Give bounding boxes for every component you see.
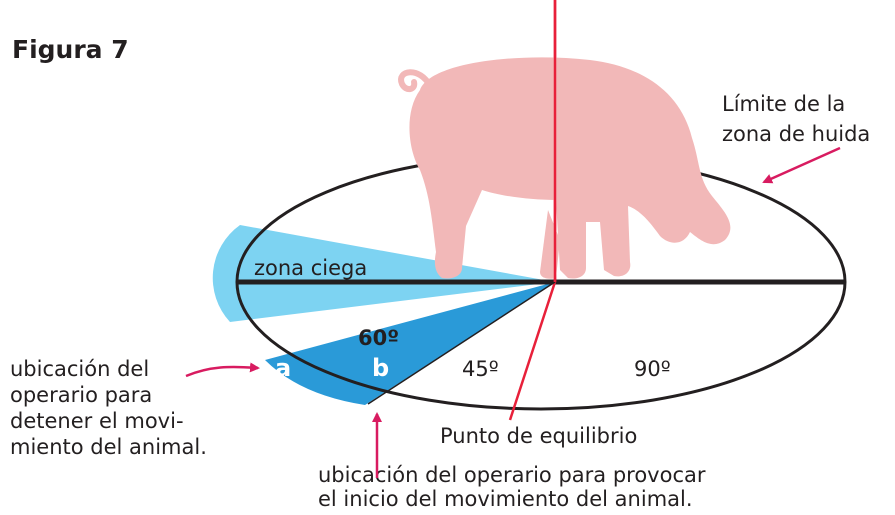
pig-illustration [398,57,731,279]
stop-position-line3: detener el movi- [10,409,184,433]
angle-45-label: 45º [462,357,499,381]
stop-position-label: ubicación del operario para detener el m… [10,357,207,459]
stop-position-arrow [185,362,260,378]
angle-60-label: 60º [358,326,399,350]
blind-zone-label: zona ciega [254,256,367,280]
stop-position-line1: ubicación del [10,357,149,381]
start-position-line1: ubicación del operario para provocar [318,463,706,487]
position-b-label: b [372,354,389,382]
operator-zone-wedge [265,282,555,405]
position-a-label: a [275,354,291,382]
flight-zone-limit-line1: Límite de la [722,92,845,116]
flight-zone-arrow [762,146,841,184]
start-position-label: ubicación del operario para provocar el … [318,463,712,511]
angle-divider [367,281,556,405]
stop-position-line2: operario para [10,383,152,407]
flight-zone-limit-label: Límite de la zona de huida [722,92,870,146]
flight-zone-limit-line2: zona de huida [722,122,870,146]
angle-90-label: 90º [634,357,671,381]
blind-zone-wedge [212,225,555,322]
balance-point-line-lower [508,281,557,421]
start-position-line2: el inicio del movimiento del animal. [318,487,693,511]
stop-position-line4: miento del animal. [10,435,207,459]
figure-title: Figura 7 [12,35,129,64]
balance-point-label: Punto de equilibrio [440,424,637,448]
